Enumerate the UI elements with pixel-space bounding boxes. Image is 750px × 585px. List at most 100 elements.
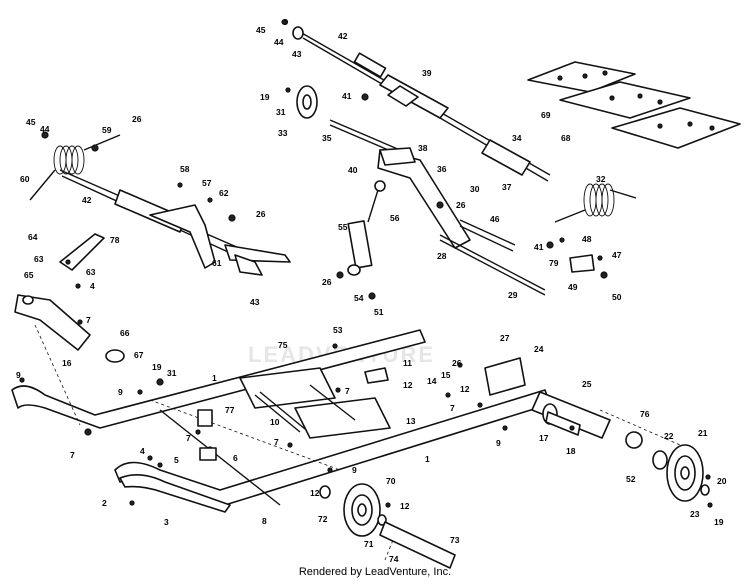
callout-26-c: 26 [132,114,142,124]
callout-43-b: 43 [250,297,260,307]
callout-68: 68 [561,133,571,143]
callout-67: 67 [134,350,144,360]
callout-76: 76 [640,409,650,419]
callout-59: 59 [102,125,112,135]
callout-16: 16 [62,358,72,368]
callout-65: 65 [24,270,34,280]
callout-15: 15 [441,370,451,380]
callout-74: 74 [389,554,399,564]
callout-53: 53 [333,325,343,335]
callout-7-b: 7 [70,450,75,460]
callout-11: 11 [403,358,412,368]
rear-axle-assembly [531,391,710,502]
callout-69: 69 [541,110,551,120]
callout-41-b: 41 [534,242,544,252]
callout-8: 8 [262,516,267,526]
callout-62: 62 [219,188,229,198]
callout-63-b: 63 [86,267,96,277]
callout-12-a: 12 [403,380,413,390]
callout-12-d: 12 [400,501,410,511]
callout-66: 66 [120,328,130,338]
callout-9-d: 9 [352,465,357,475]
callout-6: 6 [233,453,238,463]
callout-19: 19 [260,92,270,102]
callout-2: 2 [102,498,107,508]
callout-28: 28 [437,251,447,261]
callout-7-e: 7 [345,386,350,396]
callout-4-b: 4 [140,446,145,456]
callout-45-b: 45 [26,117,36,127]
callout-26-e: 26 [452,358,462,368]
front-link [59,233,105,271]
callout-21: 21 [698,428,708,438]
callout-12-c: 12 [310,488,320,498]
rear-idler-wheel [666,444,704,502]
fasteners [19,19,713,508]
pivot-block [197,409,213,427]
callout-51: 51 [374,307,384,317]
callout-42-b: 42 [82,195,92,205]
callout-37: 37 [502,182,512,192]
callout-71: 71 [364,539,374,549]
callout-46: 46 [490,214,500,224]
callout-19-c: 19 [714,517,724,527]
slide-rails [11,324,681,561]
callout-13: 13 [406,416,416,426]
spacer-block [199,447,217,461]
torsion-spring-right [554,183,637,223]
callout-63-a: 63 [34,254,44,264]
callout-56: 56 [390,213,400,223]
callout-77: 77 [225,405,235,415]
callout-33: 33 [278,128,288,138]
callout-26-d: 26 [256,209,266,219]
callout-34: 34 [512,133,522,143]
callout-29: 29 [508,290,518,300]
callout-47: 47 [612,250,622,260]
callout-12-b: 12 [460,384,470,394]
callout-42: 42 [338,31,348,41]
callout-20: 20 [717,476,727,486]
callout-1-a: 1 [212,373,217,383]
callout-7-c: 7 [186,433,191,443]
torsion-spring-left [29,134,121,201]
callout-38: 38 [418,143,428,153]
callout-31-b: 31 [167,368,177,378]
callout-26-a: 26 [456,200,466,210]
callout-57: 57 [202,178,212,188]
callout-52: 52 [626,474,636,484]
callout-58: 58 [180,164,190,174]
shock-absorber [347,180,386,276]
callout-45: 45 [256,25,266,35]
track-clips [527,61,741,149]
callout-labels: 45 44 43 42 39 41 19 31 33 35 38 34 69 6… [16,25,727,564]
callout-39: 39 [422,68,432,78]
callout-7-d: 7 [274,437,279,447]
callout-50: 50 [612,292,622,302]
callout-79: 79 [549,258,559,268]
callout-73: 73 [450,535,460,545]
callout-48: 48 [582,234,592,244]
callout-5: 5 [174,455,179,465]
callout-18: 18 [566,446,576,456]
callout-44-b: 44 [40,124,50,134]
callout-40: 40 [348,165,358,175]
callout-4-a: 4 [90,281,95,291]
callout-31: 31 [276,107,286,117]
mount-bracket [569,254,595,273]
callout-30: 30 [470,184,480,194]
callout-25: 25 [582,379,592,389]
callout-9-a: 9 [16,370,21,380]
callout-9-c: 9 [496,438,501,448]
callout-3: 3 [164,517,169,527]
upper-rear-shaft-assembly [281,18,637,223]
lower-idler-assembly [319,483,456,569]
callout-41: 41 [342,91,352,101]
callout-23: 23 [690,509,700,519]
callout-32: 32 [596,174,606,184]
callout-43: 43 [292,49,302,59]
callout-64: 64 [28,232,38,242]
callout-19-b: 19 [152,362,162,372]
callout-54: 54 [354,293,364,303]
callout-78: 78 [110,235,120,245]
